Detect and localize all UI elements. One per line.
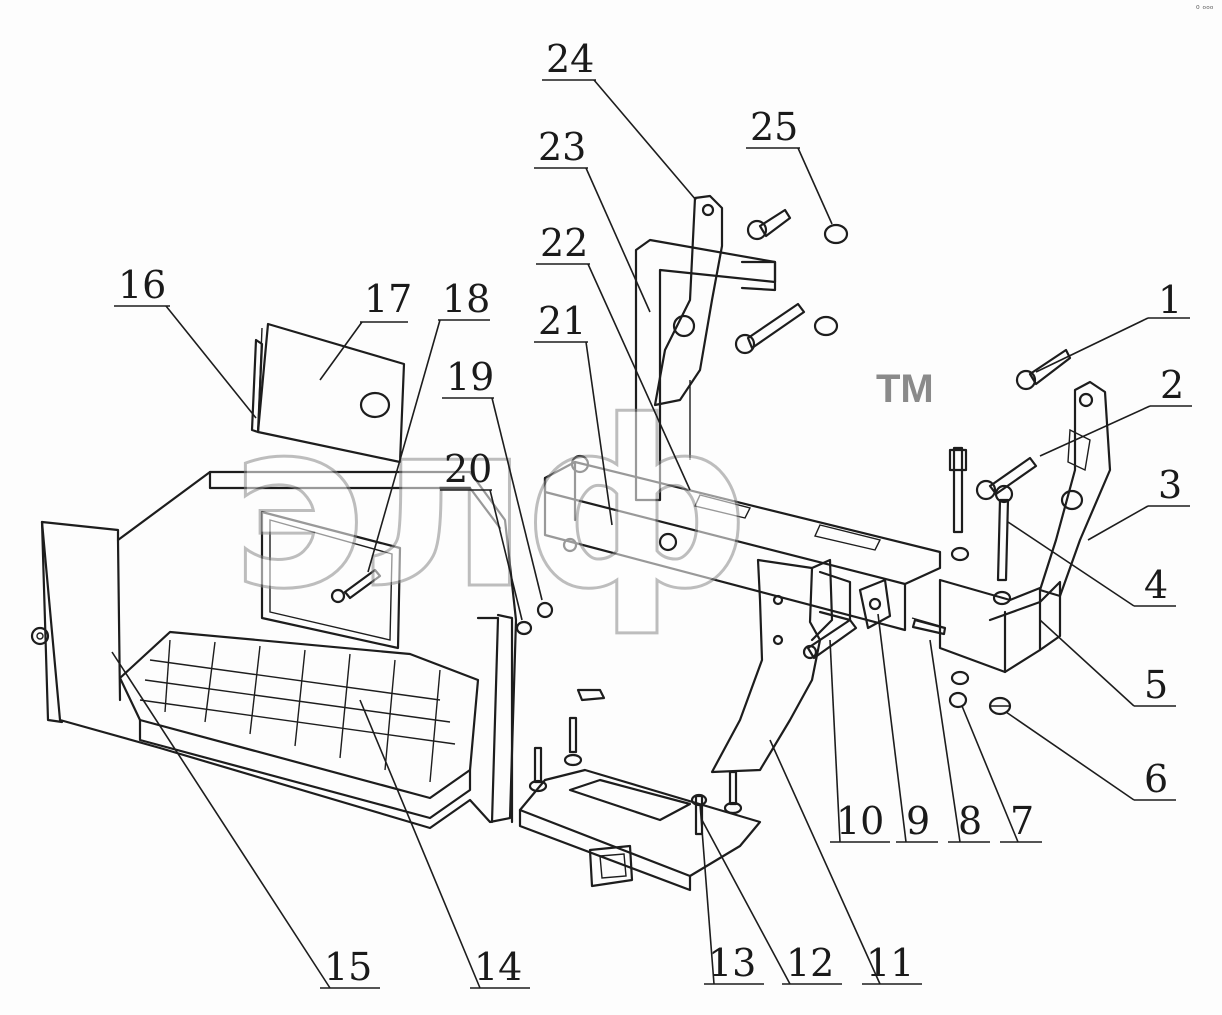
watermark-trademark: TM	[876, 367, 934, 411]
callout-15: 15	[111, 651, 380, 989]
clamp-plate	[858, 578, 892, 630]
svg-text:4: 4	[1144, 563, 1168, 607]
svg-text:17: 17	[364, 277, 412, 321]
svg-text:6: 6	[1144, 757, 1168, 801]
hanger-pin	[802, 618, 858, 660]
callout-19: 19	[442, 355, 543, 601]
callout-4: 4	[1007, 521, 1176, 607]
callout-2: 2	[1039, 363, 1192, 457]
svg-text:5: 5	[1144, 663, 1168, 707]
cross-bolt	[911, 618, 947, 636]
callout-5: 5	[1039, 619, 1176, 707]
callout-25: 25	[746, 105, 833, 225]
callout-23: 23	[534, 125, 651, 313]
callout-14: 14	[359, 699, 530, 989]
callout-17: 17	[319, 277, 412, 381]
vertical-bolts	[948, 446, 1014, 582]
callout-8: 8	[929, 639, 990, 843]
callout-10: 10	[829, 639, 890, 843]
svg-text:10: 10	[836, 799, 884, 843]
callout-11: 11	[769, 739, 922, 985]
step-box-housing	[30, 470, 518, 830]
callout-21: 21	[534, 299, 613, 526]
corner-mark: ⁰ ᵒᵒᵒ	[1196, 5, 1214, 15]
svg-text:7: 7	[1010, 799, 1034, 843]
svg-text:22: 22	[540, 221, 588, 265]
svg-text:2: 2	[1160, 363, 1184, 407]
step-tread	[118, 630, 480, 820]
svg-text:11: 11	[866, 941, 914, 985]
nut-washer-set	[948, 546, 1012, 716]
svg-text:1: 1	[1158, 278, 1182, 322]
callout-24: 24	[542, 37, 697, 201]
callout-16: 16	[114, 263, 257, 419]
callout-9: 9	[877, 613, 938, 843]
box-mount-bolt	[515, 601, 554, 636]
svg-text:18: 18	[442, 277, 490, 321]
svg-text:16: 16	[118, 263, 166, 307]
svg-text:9: 9	[906, 799, 930, 843]
callout-12: 12	[701, 819, 842, 985]
callout-22: 22	[536, 221, 691, 491]
callout-3: 3	[1087, 463, 1190, 541]
hanger-arm	[710, 558, 852, 774]
callout-20: 20	[440, 447, 523, 621]
svg-text:15: 15	[324, 945, 372, 989]
hinge-pin	[250, 338, 264, 434]
svg-text:19: 19	[446, 355, 494, 399]
callout-7: 7	[961, 705, 1042, 843]
lower-plate-bolts	[528, 688, 743, 836]
callout-6: 6	[1005, 711, 1176, 801]
svg-text:24: 24	[546, 37, 594, 81]
watermark-logo: элф	[230, 373, 745, 640]
svg-text:20: 20	[444, 447, 492, 491]
mount-bolts-right	[975, 348, 1072, 501]
mount-bolts-top	[734, 208, 849, 355]
callout-13: 13	[699, 803, 764, 985]
svg-text:23: 23	[538, 125, 586, 169]
svg-text:3: 3	[1158, 463, 1182, 507]
callout-1: 1	[1035, 278, 1190, 373]
svg-text:12: 12	[786, 941, 834, 985]
svg-text:25: 25	[750, 105, 798, 149]
svg-text:13: 13	[708, 941, 756, 985]
upper-mount-bracket-left	[634, 194, 777, 502]
svg-text:21: 21	[538, 299, 586, 343]
svg-text:14: 14	[474, 945, 522, 989]
lower-step-plate	[518, 768, 762, 892]
box-window-frame	[260, 510, 402, 650]
svg-text:8: 8	[958, 799, 982, 843]
upper-mount-bracket-right	[1038, 380, 1112, 598]
callout-18: 18	[367, 277, 490, 573]
main-crossmember	[543, 454, 942, 632]
